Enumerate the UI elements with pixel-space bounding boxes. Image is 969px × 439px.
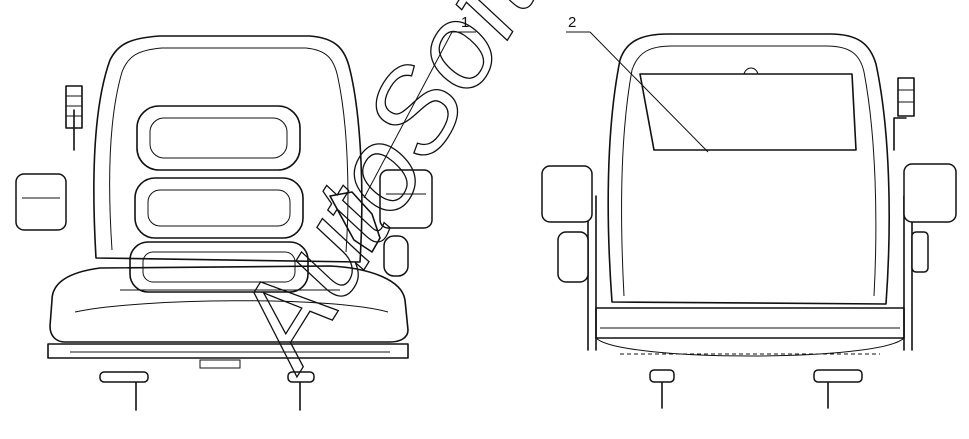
front-seat-belt — [329, 191, 381, 253]
rear-storage-panel — [639, 73, 857, 151]
rear-armrest-left — [541, 165, 593, 223]
front-mount-left — [99, 371, 149, 411]
watermark: AutoSoft — [207, 0, 564, 391]
front-adjust-handle — [65, 85, 83, 151]
front-backrest-pad-middle — [134, 177, 304, 239]
seat-rear-view — [541, 33, 957, 409]
callout-1-label: 1 — [461, 14, 469, 31]
callout-2-label: 2 — [568, 14, 576, 31]
callout-2: 2 — [566, 14, 709, 153]
rear-mount-left — [649, 369, 675, 409]
front-armrest-right — [379, 169, 433, 229]
front-mount-right — [287, 371, 315, 411]
front-backrest-pad-top — [136, 105, 301, 171]
front-armrest-left — [15, 173, 67, 231]
rear-backrest-outer — [607, 33, 890, 305]
front-seat-cushion — [49, 265, 409, 343]
front-backrest-inner — [109, 47, 349, 253]
seat-front-view — [15, 35, 433, 411]
front-base-plate — [47, 343, 409, 359]
rear-armrest-right — [903, 163, 957, 223]
rear-adjust-handle — [893, 77, 915, 151]
callout-1: 1 — [363, 14, 476, 199]
front-backrest-outer — [93, 35, 363, 263]
rear-frame-bottom — [595, 307, 905, 339]
rear-mount-right — [813, 369, 863, 409]
